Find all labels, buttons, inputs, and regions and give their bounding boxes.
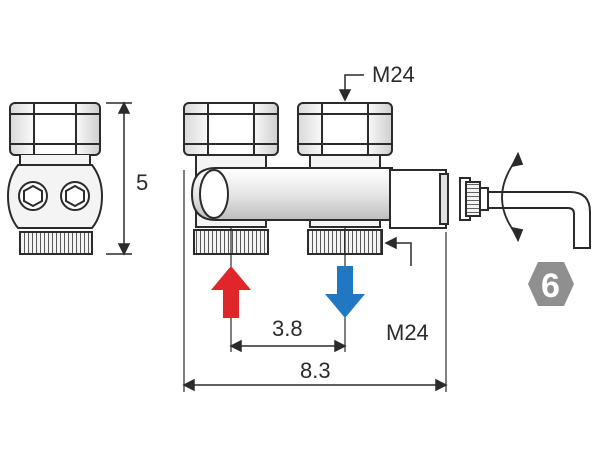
side-nut <box>9 102 101 156</box>
total-length-dimension <box>182 378 448 392</box>
side-view <box>6 102 104 255</box>
spacing-dimension <box>229 339 347 353</box>
front-view <box>183 102 449 255</box>
hex-size-badge <box>528 262 574 306</box>
length-extension-lines <box>183 170 447 392</box>
side-thread <box>19 231 93 255</box>
hex-size-label: 6 <box>541 267 560 305</box>
spacing-label: 3.8 <box>272 316 303 341</box>
arrow-down-icon <box>325 266 365 318</box>
height-dimension <box>106 101 132 256</box>
thread-top-label: M24 <box>372 62 415 87</box>
left-nut <box>183 102 279 156</box>
thread-bottom-leader <box>384 236 412 266</box>
spindle <box>459 177 489 221</box>
hex-key-icon <box>487 191 591 249</box>
rotation-arrow-icon <box>501 151 524 243</box>
right-nut <box>297 102 393 156</box>
end-sleeve <box>389 169 447 229</box>
side-body <box>6 164 104 229</box>
manifold-tube <box>190 167 393 221</box>
total-length-label: 8.3 <box>300 358 331 383</box>
height-label: 5 <box>136 170 148 195</box>
thread-top-leader <box>338 74 364 102</box>
thread-bottom-label: M24 <box>386 320 429 345</box>
arrow-up-icon <box>211 266 251 318</box>
